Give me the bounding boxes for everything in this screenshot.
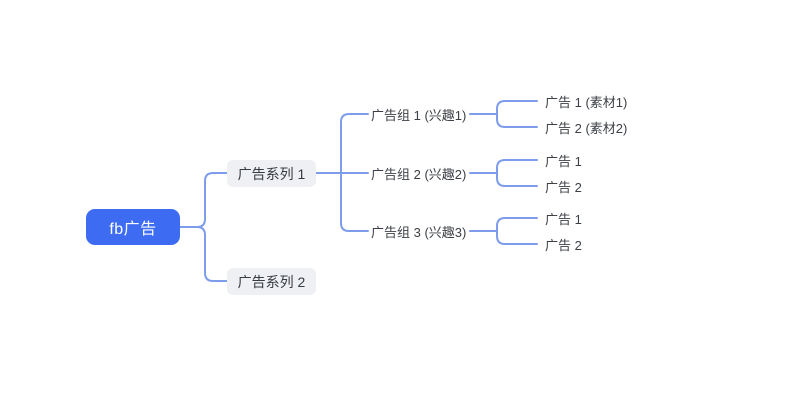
- connector-line: [496, 159, 538, 174]
- connector-line: [340, 172, 369, 232]
- connector-line: [179, 172, 228, 228]
- group-node-1[interactable]: 广告组 1 (兴趣1): [371, 107, 467, 123]
- connector-line: [496, 100, 538, 115]
- series-node-2[interactable]: 广告系列 2: [227, 268, 316, 295]
- series-node-1[interactable]: 广告系列 1: [227, 160, 316, 187]
- ad-node-1-2[interactable]: 广告 2 (素材2): [545, 120, 628, 136]
- group-node-3[interactable]: 广告组 3 (兴趣3): [371, 224, 467, 240]
- connector-line: [496, 113, 538, 128]
- ad-node-2-1[interactable]: 广告 1: [545, 153, 582, 169]
- connector-line: [340, 113, 369, 174]
- ad-node-2-2[interactable]: 广告 2: [545, 179, 582, 195]
- connector-line: [179, 226, 228, 282]
- connector-line: [496, 217, 538, 232]
- ad-node-3-2[interactable]: 广告 2: [545, 237, 582, 253]
- connector-line: [496, 172, 538, 187]
- root-node[interactable]: fb广告: [86, 209, 180, 245]
- ad-node-1-1[interactable]: 广告 1 (素材1): [545, 94, 628, 110]
- ad-node-3-1[interactable]: 广告 1: [545, 211, 582, 227]
- group-node-2[interactable]: 广告组 2 (兴趣2): [371, 166, 467, 182]
- connector-line: [496, 230, 538, 245]
